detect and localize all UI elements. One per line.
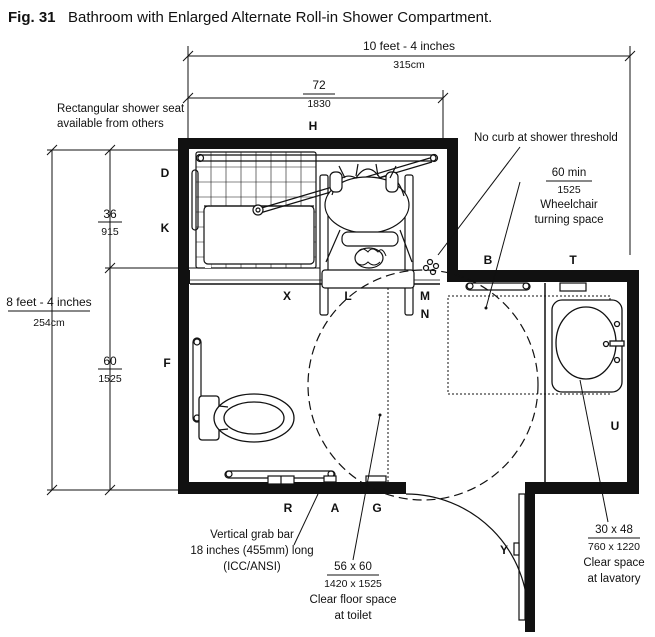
wheelchair-user-icon: [319, 163, 440, 316]
lavatory-clear-space: [447, 295, 611, 395]
wheelchair-turning-circle: [307, 269, 539, 501]
no-curb-note: No curb at shower threshold: [474, 132, 618, 144]
towel-dispenser-t: [559, 282, 587, 292]
shower-seat-note-line2: available from others: [57, 118, 164, 130]
figure-title: Bathroom with Enlarged Alternate Roll-in…: [68, 9, 492, 26]
grab-bar-leader: [293, 493, 319, 546]
toilet-space-mm: 1420 x 1525: [324, 578, 382, 590]
toilet-icon: [198, 393, 295, 443]
shower-side-grab-bar: [191, 169, 199, 231]
figure-number: Fig. 31: [8, 9, 56, 26]
overall-width-dimension: [182, 46, 636, 255]
label-g: G: [372, 501, 381, 515]
shower-depth-in: 36: [103, 207, 117, 221]
overall-width-imperial: 10 feet - 4 inches: [363, 39, 455, 53]
accessory-g: [365, 475, 387, 483]
grab-bar-note-line3: (ICC/ANSI): [223, 561, 281, 573]
shower-width-dimension: [182, 90, 449, 138]
label-h: H: [309, 119, 318, 133]
lavatory-icon: [551, 299, 625, 393]
no-curb-leader: [437, 146, 521, 256]
overall-depth-imperial: 8 feet - 4 inches: [6, 295, 91, 309]
turning-space-line1: Wheelchair: [540, 199, 598, 211]
shower-seat-note-line1: Rectangular shower seat: [57, 103, 185, 115]
label-m: M: [420, 289, 430, 303]
toilet-space-line2: at toilet: [334, 610, 372, 622]
label-y: Y: [500, 543, 508, 557]
label-f: F: [163, 356, 170, 370]
overall-depth-metric: 254cm: [33, 317, 65, 329]
shower-depth-mm: 915: [101, 226, 119, 238]
lavatory-space-mm: 760 x 1220: [588, 541, 640, 553]
toilet-room-depth-mm: 1525: [98, 373, 122, 385]
shower-width-mm: 1830: [307, 98, 331, 110]
toilet-space-leader: [352, 414, 381, 561]
door-handle-y: [513, 542, 520, 556]
grab-bar-b: [465, 282, 531, 291]
lavatory-space-top: 30 x 48: [595, 524, 633, 536]
grab-bar-note-line2: 18 inches (455mm) long: [190, 545, 313, 557]
toilet-space-line1: Clear floor space: [310, 594, 397, 606]
toilet-paper-dispenser: [267, 475, 295, 485]
label-t: T: [569, 253, 577, 267]
turning-space-leader: [485, 181, 521, 309]
label-n: N: [421, 307, 430, 321]
turning-space-top: 60 min: [552, 167, 587, 179]
label-r: R: [284, 501, 293, 515]
label-l: L: [344, 289, 351, 303]
turning-space-line2: turning space: [534, 214, 603, 226]
overall-width-metric: 315cm: [393, 59, 425, 71]
toilet-room-depth-in: 60: [103, 354, 117, 368]
shower-width-in: 72: [312, 78, 326, 92]
svg-text:Fig. 31 Bathroom with Enla: Fig. 31 Bathroom with Enlarged Alternate…: [8, 9, 492, 26]
accessory-a: [323, 475, 337, 483]
door-swing: [405, 493, 529, 621]
label-b: B: [484, 253, 493, 267]
label-u: U: [611, 419, 620, 433]
shower-seat: [195, 151, 317, 269]
label-x: X: [283, 289, 291, 303]
label-a: A: [331, 501, 340, 515]
lavatory-space-line1: Clear space: [583, 557, 644, 569]
label-d: D: [161, 166, 170, 180]
grab-bar-note-line1: Vertical grab bar: [210, 529, 294, 541]
toilet-space-top: 56 x 60: [334, 561, 372, 573]
vertical-grab-bar: [192, 337, 202, 423]
label-k: K: [161, 221, 170, 235]
overall-depth-dimension: [8, 144, 320, 496]
lavatory-space-line2: at lavatory: [587, 573, 640, 585]
lavatory-space-leader: [579, 379, 609, 523]
turning-space-mm: 1525: [557, 184, 581, 196]
